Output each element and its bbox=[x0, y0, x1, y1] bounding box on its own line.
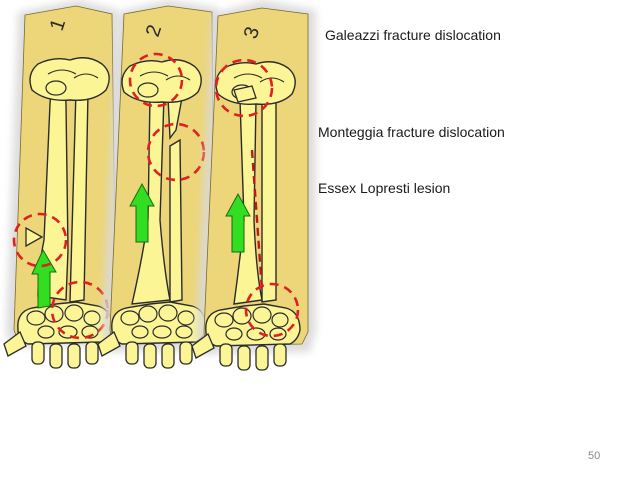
displacement-arrow bbox=[129, 182, 155, 243]
injury-circle-ulna-fracture bbox=[146, 122, 206, 182]
injury-circle-drj bbox=[244, 282, 300, 338]
injury-circle-radial-head bbox=[128, 52, 184, 108]
label-galeazzi: Galeazzi fracture dislocation bbox=[325, 27, 501, 43]
interosseous-membrane-tear bbox=[250, 149, 264, 291]
forearm-illustration: 1 2 bbox=[3, 0, 316, 371]
injury-circle-radial-head bbox=[214, 58, 274, 118]
panel-3: 3 bbox=[191, 0, 316, 371]
displacement-arrow bbox=[225, 192, 251, 253]
label-essex-lopresti: Essex Lopresti lesion bbox=[318, 180, 451, 196]
dislocated-ulna-marker bbox=[25, 226, 44, 248]
radial-head-fragment bbox=[233, 85, 257, 103]
panel-1: 1 bbox=[3, 0, 124, 369]
injury-circle-drj bbox=[12, 212, 68, 268]
page-number: 50 bbox=[588, 450, 601, 462]
label-monteggia: Monteggia fracture dislocation bbox=[318, 124, 505, 140]
ulna-distal-fragment bbox=[169, 138, 183, 303]
ulna-bone bbox=[261, 99, 277, 303]
panel-2: 2 bbox=[97, 0, 220, 369]
